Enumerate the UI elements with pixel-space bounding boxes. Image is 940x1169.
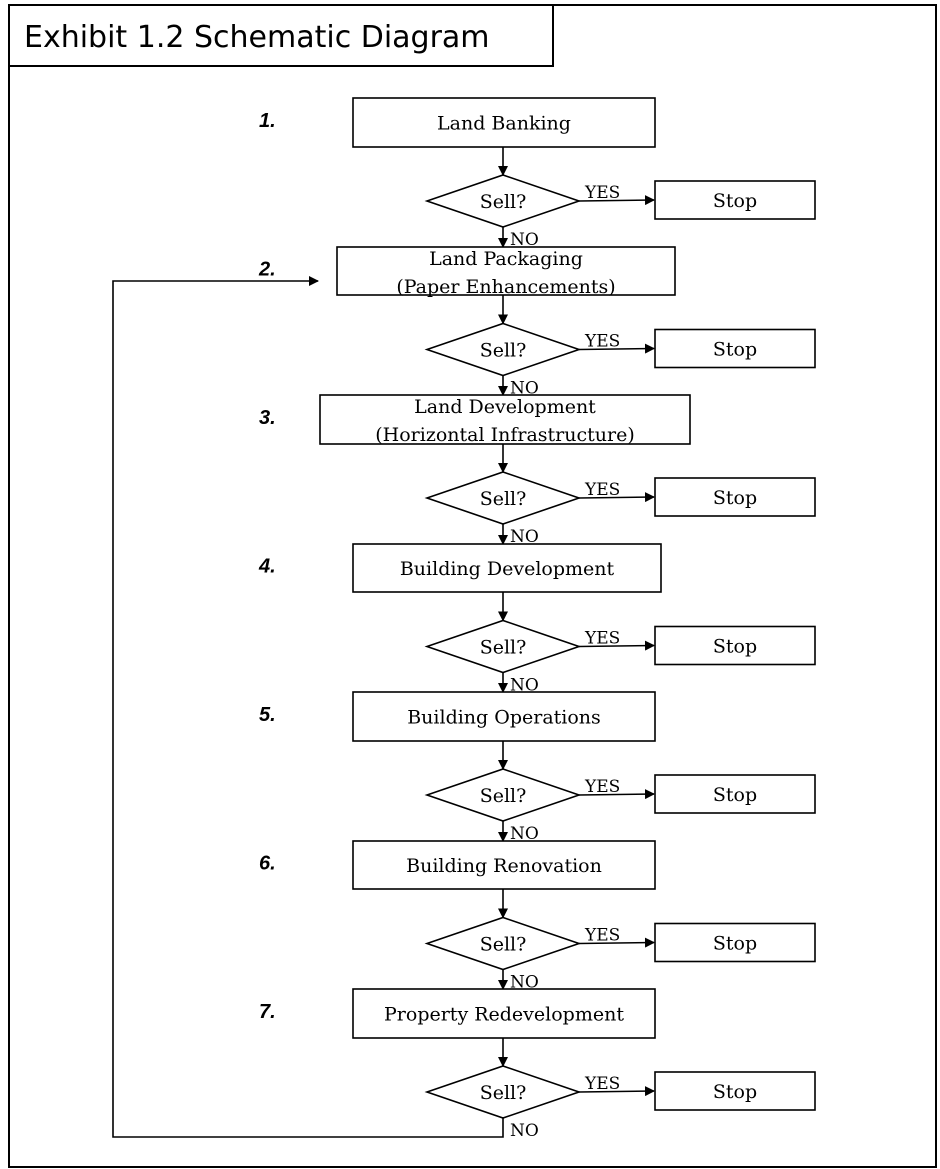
decision-7-yes-label: YES	[584, 1074, 620, 1094]
stop-7-label: Stop	[713, 1081, 757, 1103]
stage-1-number: 1.	[259, 110, 276, 132]
decision-4-no-label: NO	[510, 676, 539, 696]
stage-6-label: Building Renovation	[406, 855, 602, 877]
decision-3-label: Sell?	[480, 488, 527, 510]
stop-3-label: Stop	[713, 487, 757, 509]
stage-7-label: Property Redevelopment	[384, 1004, 624, 1026]
loop-back-line	[112, 276, 504, 1138]
decision-3-yes-arrow	[578, 492, 655, 503]
decision-7-no-label: NO	[510, 1121, 539, 1141]
stage-3-box	[319, 394, 691, 445]
stage-5-box	[352, 691, 656, 742]
stop-3-box	[654, 477, 816, 517]
decision-6-yes-label: YES	[584, 926, 620, 946]
decision-5-no-label: NO	[510, 824, 539, 844]
decision-3-no-label: NO	[510, 527, 539, 547]
decision-1-label: Sell?	[480, 191, 527, 213]
diagram-title: Exhibit 1.2 Schematic Diagram	[24, 20, 490, 55]
stop-5-box	[654, 774, 816, 814]
decision-5-yes-arrow	[578, 789, 655, 800]
decision-4-yes-label: YES	[584, 629, 620, 649]
stage-5-number: 5.	[259, 704, 276, 726]
stage-4-box	[352, 543, 662, 593]
stage-4-number: 4.	[258, 556, 276, 578]
stop-6-label: Stop	[713, 933, 757, 955]
stage-6-number: 6.	[259, 853, 276, 875]
stage-3-sublabel: (Horizontal Infrastructure)	[375, 424, 635, 446]
stage-2-label: Land Packaging	[429, 248, 583, 270]
decision-7-yes-arrow	[578, 1086, 655, 1097]
decision-2-yes-label: YES	[584, 332, 620, 352]
decision-4-label: Sell?	[480, 637, 527, 659]
stage-7-box	[352, 988, 656, 1039]
stop-7-box	[654, 1071, 816, 1111]
stage-7-number: 7.	[259, 1001, 276, 1023]
stage-2-box	[336, 246, 676, 296]
decision-7-label: Sell?	[480, 1082, 527, 1104]
stop-6-box	[654, 922, 816, 963]
decision-5-label: Sell?	[480, 785, 527, 807]
stop-1-box	[654, 180, 816, 220]
stop-4-box	[654, 625, 816, 666]
decision-2-yes-arrow	[578, 343, 655, 354]
decision-2-label: Sell?	[480, 340, 527, 362]
decision-6-no-label: NO	[510, 973, 539, 993]
decision-6-yes-arrow	[578, 937, 655, 948]
stage-1-label: Land Banking	[437, 113, 571, 135]
decision-1-no-label: NO	[510, 230, 539, 250]
title-box	[8, 4, 554, 67]
decision-4-yes-arrow	[578, 640, 655, 651]
stage-4-label: Building Development	[400, 558, 615, 580]
stop-2-box	[654, 328, 816, 369]
stop-1-label: Stop	[713, 190, 757, 212]
decision-1-yes-label: YES	[584, 183, 620, 203]
stage-2-sublabel: (Paper Enhancements)	[396, 276, 615, 298]
decision-3-yes-label: YES	[584, 480, 620, 500]
decision-1-yes-arrow	[578, 195, 655, 206]
stage-6-box	[352, 840, 656, 890]
stop-2-label: Stop	[713, 339, 757, 361]
stage-3-number: 3.	[259, 407, 276, 429]
stop-4-label: Stop	[713, 636, 757, 658]
stage-2-number: 2.	[258, 259, 276, 281]
stage-5-label: Building Operations	[407, 707, 601, 729]
decision-6-label: Sell?	[480, 934, 527, 956]
stage-3-label: Land Development	[414, 396, 596, 418]
decision-2-no-label: NO	[510, 379, 539, 399]
decision-5-yes-label: YES	[584, 777, 620, 797]
stop-5-label: Stop	[713, 784, 757, 806]
stage-1-box	[352, 97, 656, 148]
